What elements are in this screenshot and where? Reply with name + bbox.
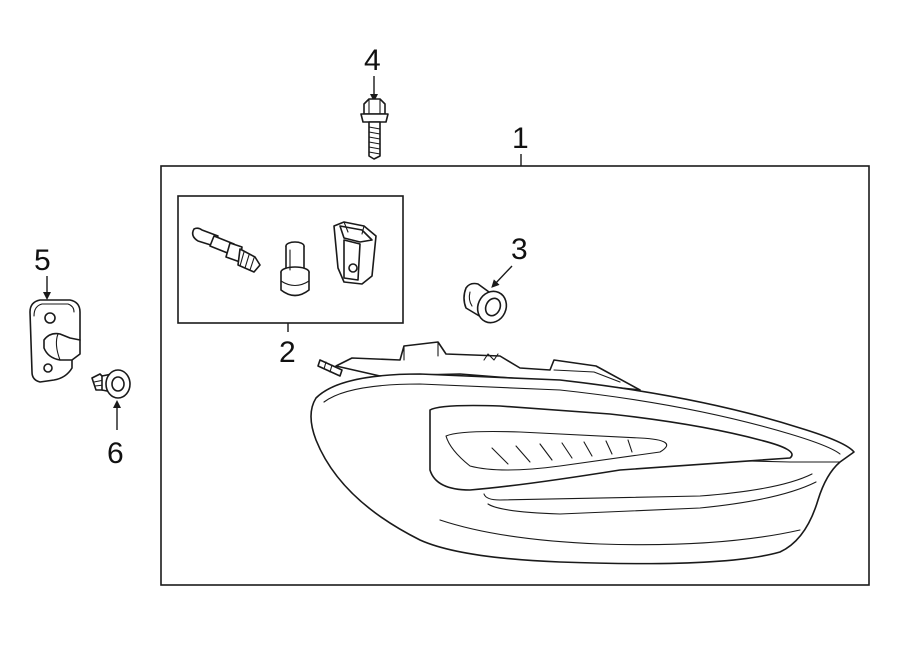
bulb-base-icon bbox=[280, 241, 310, 297]
bulb-kit-icon bbox=[191, 221, 377, 297]
callout-3-arrow bbox=[491, 265, 513, 288]
callout-1-label: 1 bbox=[512, 122, 529, 155]
grommet-icon bbox=[463, 282, 508, 324]
callout-3-label: 3 bbox=[511, 233, 528, 266]
assembly-frame bbox=[160, 165, 870, 586]
bolt-icon bbox=[360, 98, 389, 160]
callout-4-label: 4 bbox=[364, 44, 381, 77]
callout-5-label: 5 bbox=[34, 244, 51, 277]
tail-lamp-assembly-icon bbox=[310, 341, 855, 565]
push-pin-fastener-icon bbox=[91, 369, 131, 399]
bulb-kit-frame bbox=[177, 195, 404, 324]
wedge-bulb-icon bbox=[191, 227, 261, 273]
callout-6-label: 6 bbox=[107, 437, 124, 470]
bracket-icon bbox=[29, 299, 81, 383]
callout-2-label: 2 bbox=[279, 336, 296, 369]
socket-icon bbox=[333, 221, 377, 285]
